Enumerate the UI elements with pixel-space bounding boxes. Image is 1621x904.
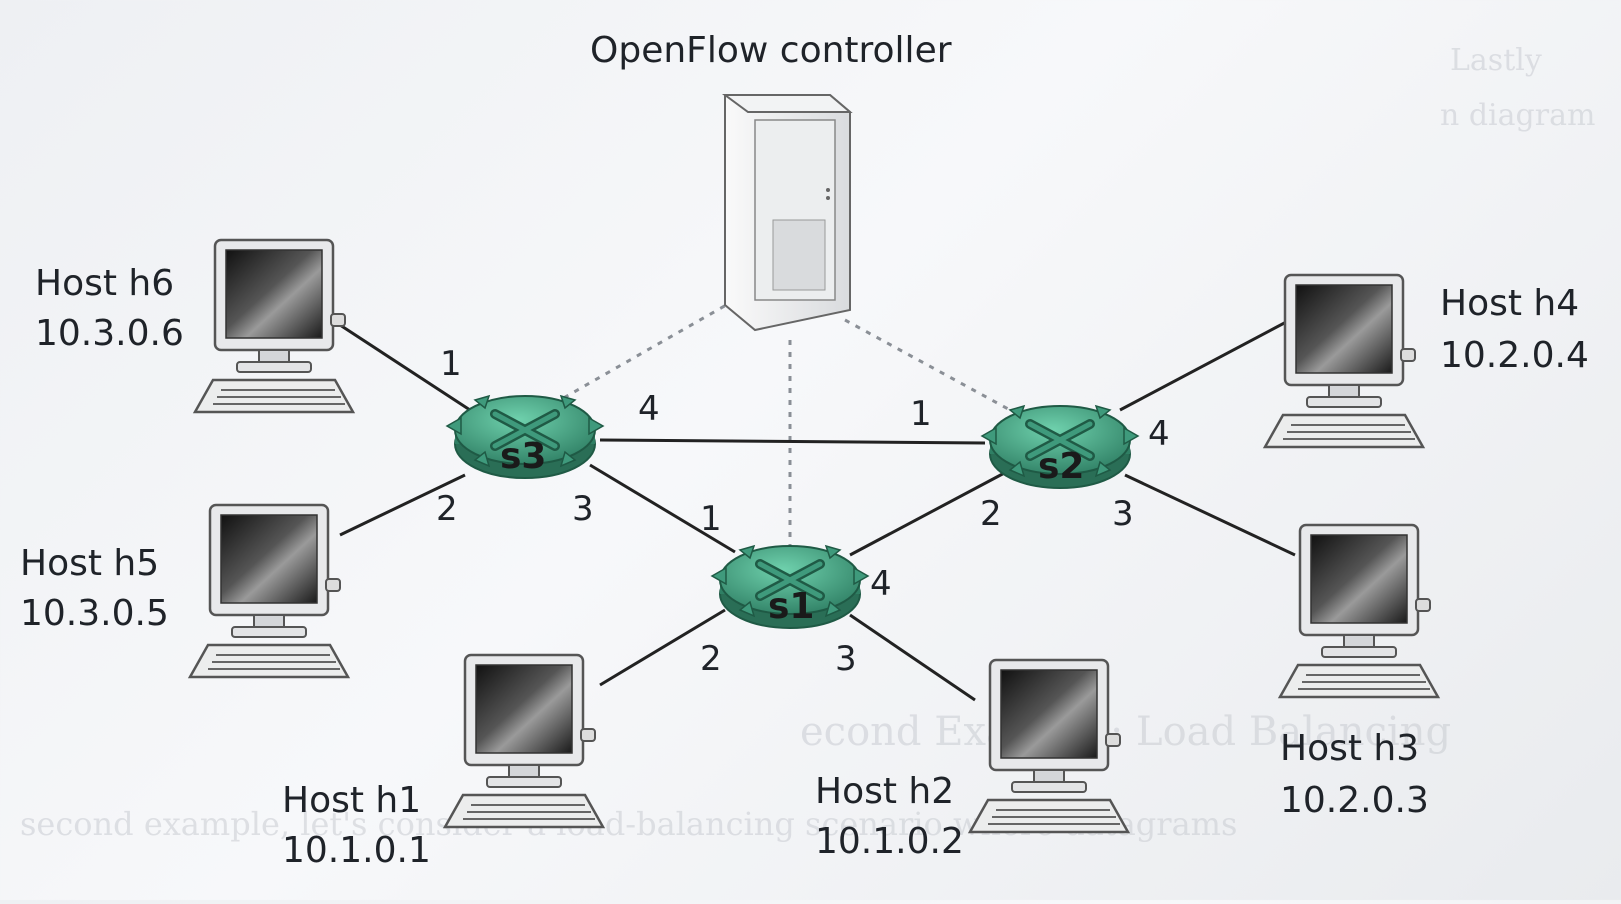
switch-s2-label: s2 <box>1038 446 1084 487</box>
control-link-s3 <box>559 298 736 402</box>
svg-text:Lastly: Lastly <box>1450 43 1542 78</box>
port-s1-3: 3 <box>835 639 857 679</box>
link-s2-h4 <box>1119 318 1291 412</box>
link-s2-h3 <box>1124 473 1296 557</box>
host-h4-label: Host h4 10.2.0.4 <box>1440 283 1589 376</box>
host-h6-computer-icon <box>193 238 355 414</box>
link-s3-h6 <box>339 323 471 412</box>
port-s1-1: 1 <box>700 499 722 539</box>
host-h1-label: Host h1 10.1.0.1 <box>282 780 431 871</box>
host-h5-name: Host h5 <box>20 543 159 584</box>
port-s2-2: 2 <box>980 494 1002 534</box>
link-s2-s1 <box>849 468 1011 557</box>
port-s1-4: 4 <box>870 564 892 604</box>
host-h2-ip: 10.1.0.2 <box>815 821 964 862</box>
host-h3-ip: 10.2.0.3 <box>1280 780 1429 821</box>
host-h1-name: Host h1 <box>282 780 421 821</box>
host-h2-computer-icon <box>968 658 1130 834</box>
port-s2-4: 4 <box>1148 414 1170 454</box>
svg-text:n diagram: n diagram <box>1440 98 1595 133</box>
host-h5-computer-icon <box>188 503 350 679</box>
host-h3-name: Host h3 <box>1280 728 1419 769</box>
controller-label: OpenFlow controller <box>590 30 952 71</box>
controller-server-icon <box>721 94 853 332</box>
host-h5-ip: 10.3.0.5 <box>20 593 169 634</box>
port-s2-3: 3 <box>1112 494 1134 534</box>
control-links <box>559 298 1011 555</box>
host-h4-ip: 10.2.0.4 <box>1440 335 1589 376</box>
link-s3-s1 <box>589 463 736 554</box>
port-s2-1: 1 <box>910 394 932 434</box>
port-s3-3: 3 <box>572 489 594 529</box>
control-link-s2 <box>844 318 1011 412</box>
svg-text:econd Example: Load Balancing: econd Example: Load Balancing <box>800 709 1451 755</box>
link-s1-h2 <box>849 613 976 702</box>
host-h5-label: Host h5 10.3.0.5 <box>20 543 169 634</box>
port-s3-2: 2 <box>436 489 458 529</box>
host-h2-name: Host h2 <box>815 771 954 812</box>
host-h4-computer-icon <box>1263 273 1425 449</box>
host-h2-label: Host h2 10.1.0.2 <box>815 771 964 862</box>
host-h1-computer-icon <box>443 653 605 829</box>
host-h1-ip: 10.1.0.1 <box>282 830 431 871</box>
host-h6-ip: 10.3.0.6 <box>35 313 184 354</box>
switch-s3-label: s3 <box>500 436 546 477</box>
host-h3-computer-icon <box>1278 523 1440 699</box>
host-h6-label: Host h6 10.3.0.6 <box>35 263 184 354</box>
port-s3-4: 4 <box>638 389 660 429</box>
data-links <box>339 318 1296 702</box>
port-s1-2: 2 <box>700 639 722 679</box>
link-s3-s2 <box>599 438 986 445</box>
switch-s1-label: s1 <box>768 586 814 627</box>
host-h4-name: Host h4 <box>1440 283 1579 324</box>
link-s1-h1 <box>599 608 726 687</box>
host-h6-name: Host h6 <box>35 263 174 304</box>
host-h3-label: Host h3 10.2.0.3 <box>1280 728 1429 821</box>
port-s3-1: 1 <box>440 344 462 384</box>
link-s3-h5 <box>339 473 466 537</box>
port-labels: 1 4 2 3 1 4 2 3 1 4 2 3 <box>436 344 1170 679</box>
